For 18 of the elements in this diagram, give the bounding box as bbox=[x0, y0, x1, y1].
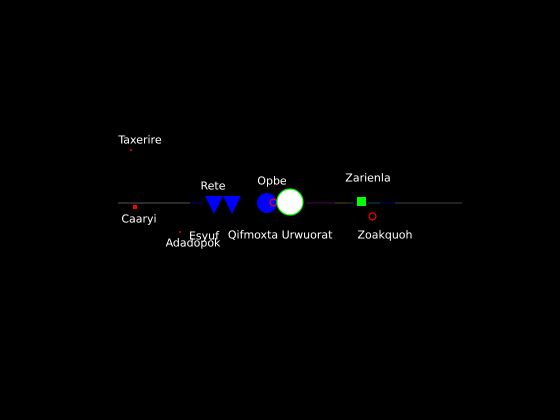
square-marker bbox=[356, 196, 366, 206]
circle-marker bbox=[178, 230, 182, 234]
point-label: Caaryi bbox=[121, 214, 157, 224]
circle-marker bbox=[268, 198, 278, 206]
point-label: Taxerire bbox=[118, 134, 162, 146]
circle-marker bbox=[368, 212, 376, 220]
circle-marker bbox=[276, 188, 304, 216]
square-marker bbox=[132, 204, 138, 210]
point-label: Zoakquoh bbox=[357, 230, 413, 240]
point-label: Zarienla bbox=[345, 172, 391, 184]
circle-marker bbox=[256, 192, 278, 214]
point-label: Urwuorat bbox=[282, 230, 332, 240]
point-label: Qifmoxta bbox=[228, 230, 278, 240]
point-label: Rete bbox=[200, 180, 226, 192]
circle-marker bbox=[129, 148, 133, 152]
point-label: Opbe bbox=[257, 176, 287, 186]
triangle-marker bbox=[222, 195, 242, 215]
triangle-marker bbox=[204, 195, 224, 215]
